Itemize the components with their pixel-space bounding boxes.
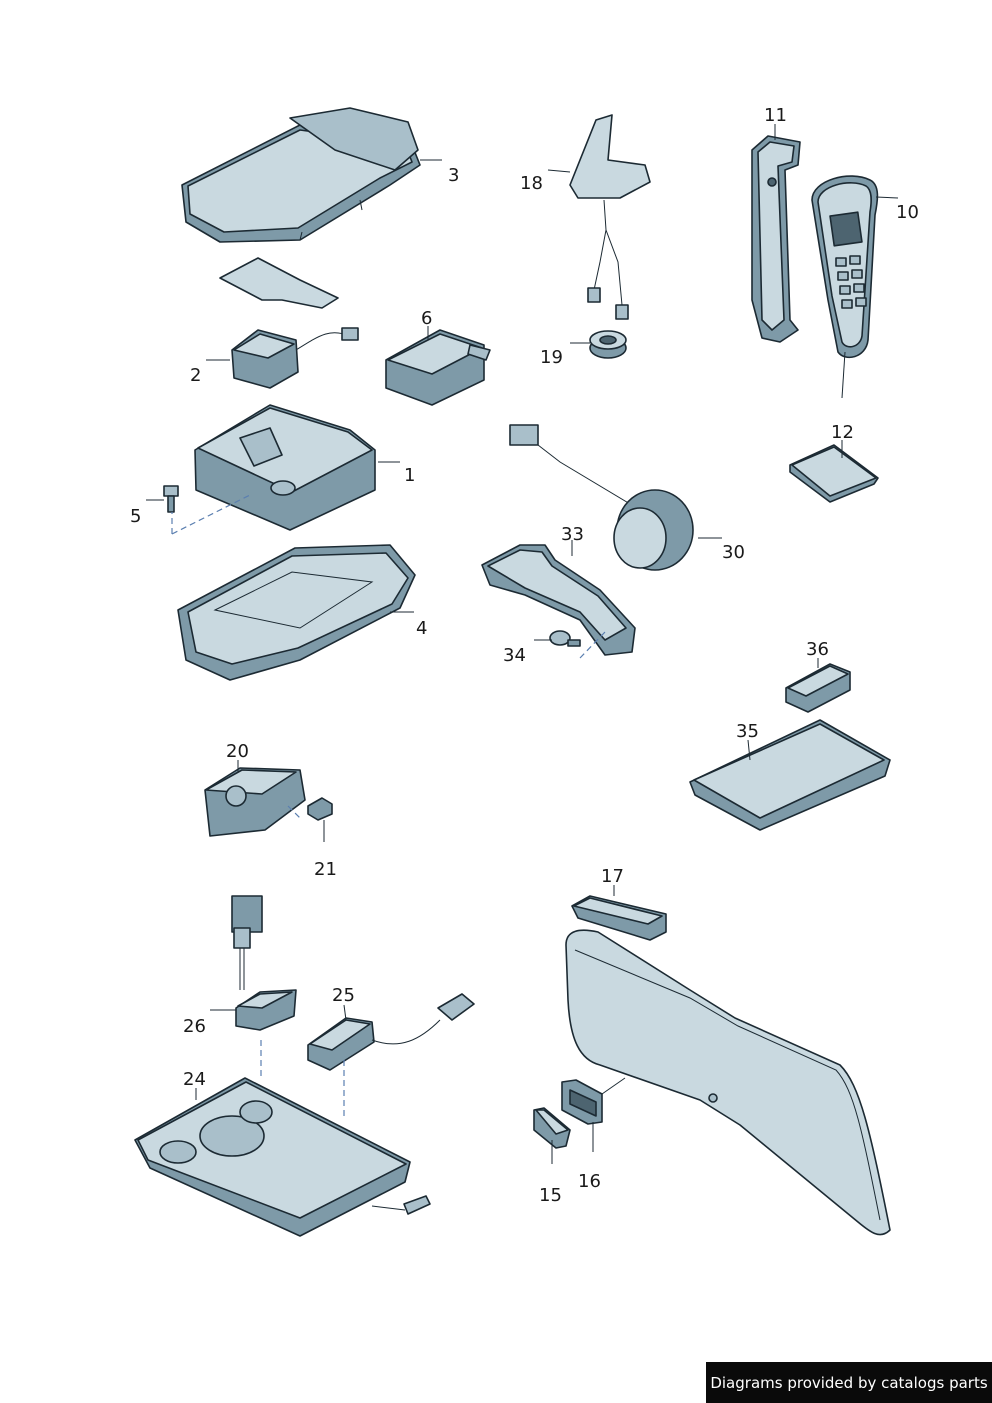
- part-35-base-plate: [689, 719, 891, 831]
- callout-33: 33: [561, 524, 584, 545]
- callout-11: 11: [764, 105, 787, 126]
- callout-24: 24: [183, 1069, 206, 1090]
- callout-19: 19: [540, 347, 563, 368]
- part-17-handle: [571, 895, 667, 941]
- part-6-module: [385, 329, 491, 406]
- callouts: 1 2 3 4 5 6 10 11 12 15 16 17 18 19 20 2…: [130, 105, 919, 1206]
- callout-12: 12: [831, 422, 854, 443]
- part-5-bolt: [163, 485, 251, 535]
- part-30-speaker: [509, 424, 694, 571]
- part-11-handset-holder: [751, 135, 801, 343]
- part-2-module: [231, 327, 359, 389]
- part-34-screw: [549, 630, 606, 659]
- part-15-clip: [533, 1107, 571, 1149]
- callout-4: 4: [416, 618, 427, 639]
- part-12-card: [789, 444, 879, 503]
- part-3-cradle-cover: [181, 107, 421, 243]
- pad-plate: [219, 257, 339, 309]
- callout-35: 35: [736, 721, 759, 742]
- callout-10: 10: [896, 202, 919, 223]
- part-25-module: [307, 993, 475, 1071]
- callout-21: 21: [314, 859, 337, 880]
- callout-26: 26: [183, 1016, 206, 1037]
- callout-2: 2: [190, 365, 201, 386]
- part-20-switch: [204, 767, 306, 837]
- credit-banner: Diagrams provided by catalogs parts: [706, 1362, 992, 1403]
- callout-20: 20: [226, 741, 249, 762]
- part-33-bracket: [481, 544, 636, 656]
- callout-5: 5: [130, 506, 141, 527]
- callout-3: 3: [448, 165, 459, 186]
- callout-30: 30: [722, 542, 745, 563]
- callout-15: 15: [539, 1185, 562, 1206]
- part-10-handset: [811, 175, 879, 399]
- part-36-relay: [785, 663, 851, 713]
- callout-1: 1: [404, 465, 415, 486]
- leader-lines: [146, 124, 899, 1164]
- part-16-frame: [561, 1077, 626, 1125]
- callout-34: 34: [503, 645, 526, 666]
- part-24-panel: [134, 1040, 431, 1237]
- callout-25: 25: [332, 985, 355, 1006]
- part-26-module: [231, 895, 297, 1031]
- callout-36: 36: [806, 639, 829, 660]
- part-4-tray: [177, 544, 416, 681]
- part-19-nut: [589, 330, 627, 359]
- callout-16: 16: [578, 1171, 601, 1192]
- part-1-control-unit: [194, 404, 376, 531]
- part-18-antenna: [569, 114, 651, 320]
- callout-17: 17: [601, 866, 624, 887]
- rear-window-glass: [565, 929, 891, 1236]
- callout-6: 6: [421, 308, 432, 329]
- callout-18: 18: [520, 173, 543, 194]
- part-21-cap: [287, 797, 333, 821]
